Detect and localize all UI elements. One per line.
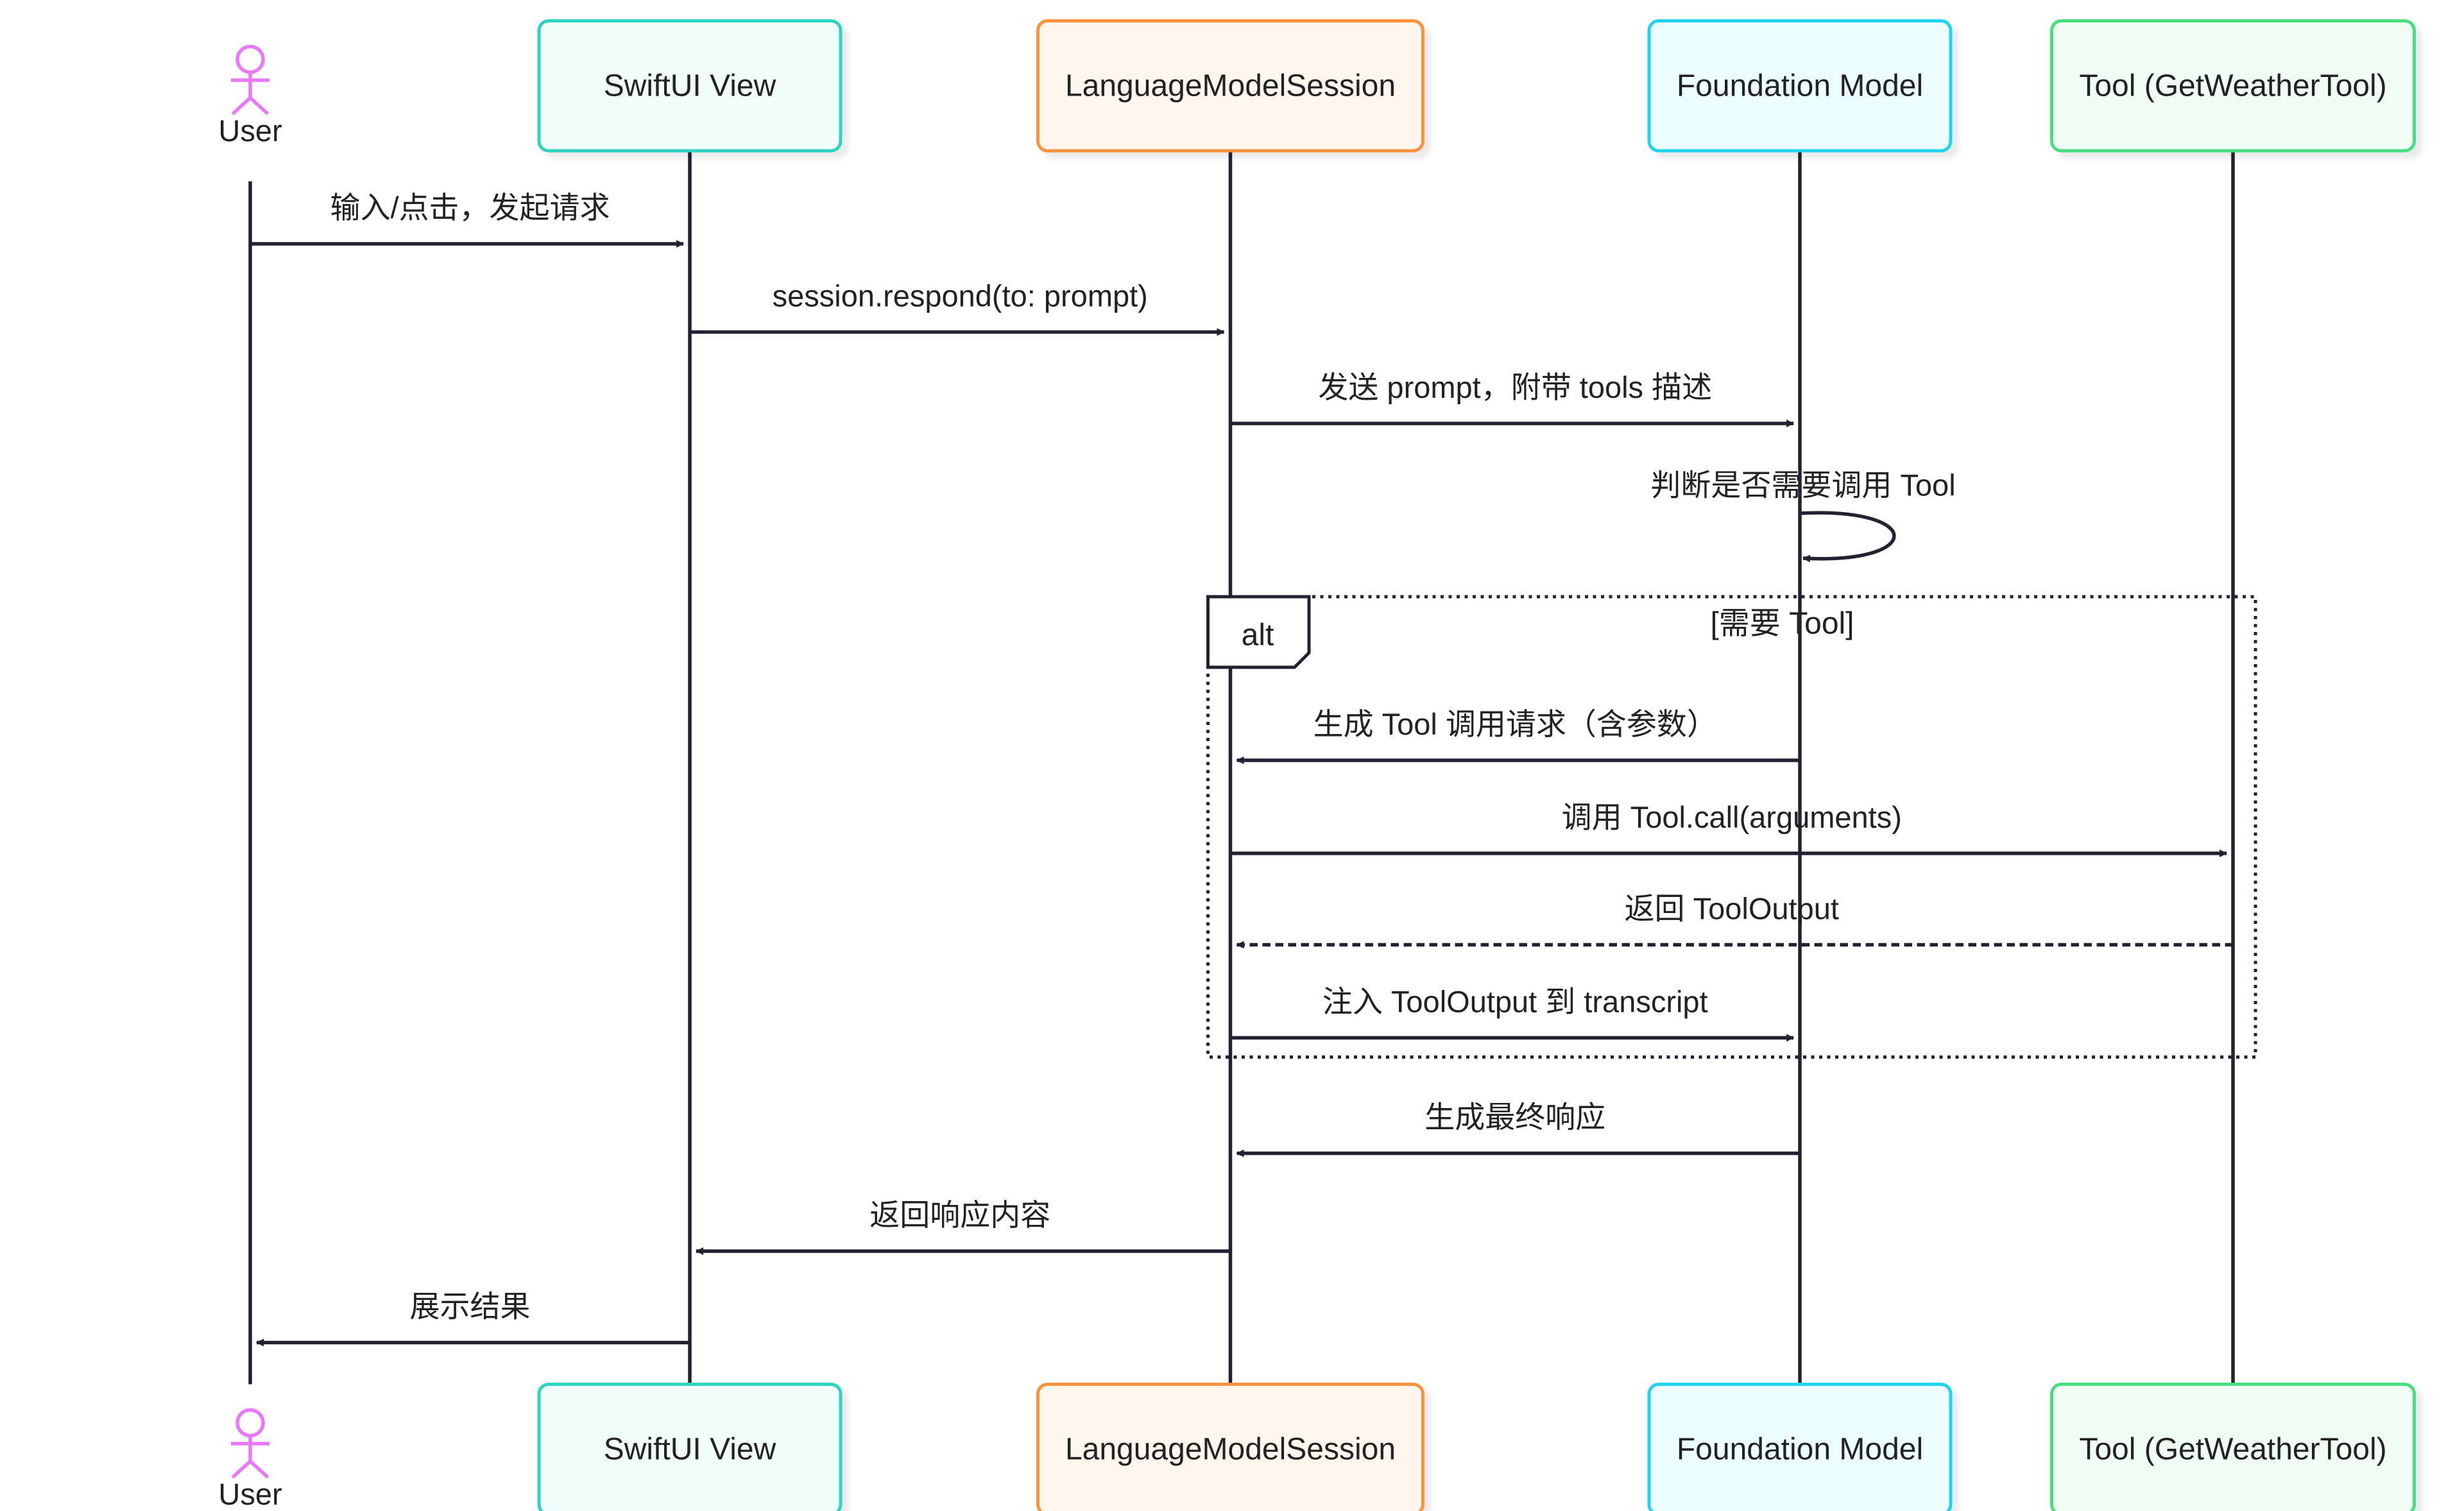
alt-frame-tab xyxy=(1206,595,1311,669)
lifelines-layer xyxy=(248,152,2235,1385)
message-2: session.respond(to: prompt) xyxy=(690,279,1225,336)
actor-left-leg xyxy=(231,1460,252,1479)
participant-box xyxy=(2050,19,2416,153)
message-label: 注入 ToolOutput 到 transcript xyxy=(1322,985,1708,1019)
message-11: 展示结果 xyxy=(256,1290,690,1347)
message-label: 判断是否需要调用 Tool xyxy=(1650,468,1955,502)
participant-session-bottom: LanguageModelSession xyxy=(1036,1383,1425,1511)
message-8: 注入 ToolOutput 到 transcript xyxy=(1230,985,1794,1042)
alt-condition: [需要 Tool] xyxy=(1710,607,1854,641)
participant-session-top: LanguageModelSession xyxy=(1036,19,1425,153)
message-label: 展示结果 xyxy=(410,1290,531,1324)
participant-box xyxy=(1036,1383,1425,1511)
participant-box xyxy=(2050,1383,2416,1511)
message-arrow xyxy=(1799,511,1896,563)
participant-label: Foundation Model xyxy=(1677,69,1923,103)
alt-keyword: alt xyxy=(1242,619,1274,653)
message-4: 判断是否需要调用 Tool xyxy=(1650,468,1956,563)
message-label: 生成最终响应 xyxy=(1425,1100,1605,1134)
message-label: 返回 ToolOutput xyxy=(1625,892,1839,926)
actor-right-leg xyxy=(249,96,270,115)
actor-user-top: User xyxy=(218,44,282,148)
participant-box xyxy=(1647,1383,1953,1511)
participant-label: LanguageModelSession xyxy=(1065,69,1396,103)
participant-model-bottom: Foundation Model xyxy=(1647,1383,1953,1511)
message-5: 生成 Tool 调用请求（含参数） xyxy=(1236,707,1800,764)
message-9: 生成最终响应 xyxy=(1236,1100,1800,1157)
message-label: session.respond(to: prompt) xyxy=(773,279,1148,313)
alt-frame-border xyxy=(1206,595,2257,1059)
participant-label: Tool (GetWeatherTool) xyxy=(2079,69,2386,103)
participant-label: LanguageModelSession xyxy=(1065,1432,1396,1466)
participant-box xyxy=(1036,19,1425,153)
participant-model-top: Foundation Model xyxy=(1647,19,1953,153)
message-label: 返回响应内容 xyxy=(869,1198,1050,1232)
participant-label: SwiftUI View xyxy=(604,1432,776,1466)
message-6: 调用 Tool.call(arguments) xyxy=(1230,800,2227,857)
actor-head xyxy=(235,44,265,74)
participant-box xyxy=(537,19,843,153)
actor-label: User xyxy=(218,1477,282,1511)
message-label: 输入/点击，发起请求 xyxy=(330,191,610,225)
participant-tool-bottom: Tool (GetWeatherTool) xyxy=(2050,1383,2416,1511)
actor-user-bottom: User xyxy=(218,1408,282,1511)
participant-tool-top: Tool (GetWeatherTool) xyxy=(2050,19,2416,153)
actor-head xyxy=(235,1408,265,1438)
participant-view-top: SwiftUI View xyxy=(537,19,843,153)
messages-layer: 输入/点击，发起请求 session.respond(to: prompt) 发送 … xyxy=(250,191,2233,1347)
message-7: 返回 ToolOutput xyxy=(1236,892,2233,949)
message-10: 返回响应内容 xyxy=(696,1198,1231,1255)
participant-label: SwiftUI View xyxy=(604,69,776,103)
participant-view-bottom: SwiftUI View xyxy=(537,1383,843,1511)
participant-label: Foundation Model xyxy=(1677,1432,1923,1466)
actor-left-leg xyxy=(231,96,252,115)
actor-right-leg xyxy=(249,1460,270,1479)
participant-box xyxy=(1647,19,1953,153)
alt-frame: alt [需要 Tool] xyxy=(1206,595,2257,1059)
message-label: 发送 prompt，附带 tools 描述 xyxy=(1318,370,1712,404)
message-1: 输入/点击，发起请求 xyxy=(250,191,684,248)
actor-label: User xyxy=(218,114,282,148)
participant-label: Tool (GetWeatherTool) xyxy=(2079,1432,2386,1466)
message-label: 调用 Tool.call(arguments) xyxy=(1562,800,1902,834)
alt-frame-layer: alt [需要 Tool] xyxy=(1206,595,2257,1059)
participant-box xyxy=(537,1383,843,1511)
message-3: 发送 prompt，附带 tools 描述 xyxy=(1230,370,1794,427)
message-label: 生成 Tool 调用请求（含参数） xyxy=(1313,707,1717,741)
